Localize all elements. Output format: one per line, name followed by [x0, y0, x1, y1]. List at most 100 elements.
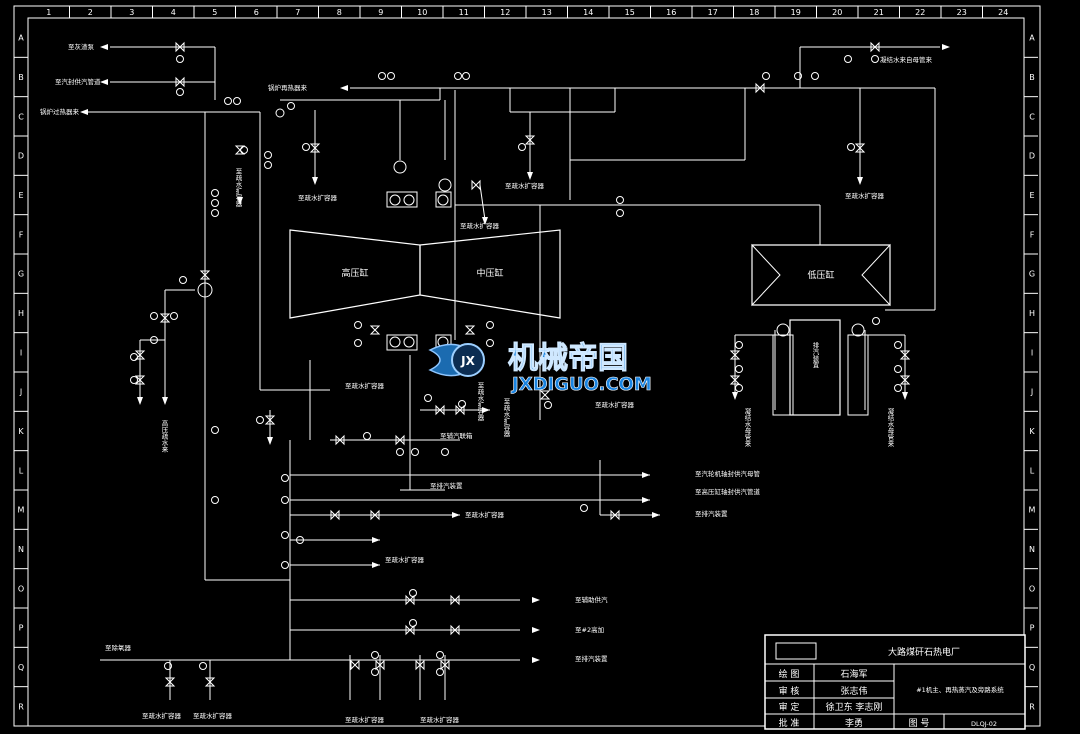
column-number: 9 [378, 8, 383, 17]
column-number: 19 [791, 8, 801, 17]
flow-arrows [80, 44, 950, 663]
instrument-bubble-icon [735, 341, 743, 349]
row-letter: F [1030, 230, 1035, 239]
column-number: 2 [88, 8, 93, 17]
column-number: 10 [417, 8, 427, 17]
instrument-bubble-icon [363, 432, 371, 440]
instrument-bubble-icon [233, 97, 241, 105]
label-drain-bottom-2: 至疏水扩容器 [193, 711, 233, 720]
instrument-bubble-icon [211, 426, 219, 434]
watermark: JX 机械帝国 JXDIGUO.COM [420, 330, 690, 400]
row-letter: Q [18, 663, 24, 672]
gate-valve-icon [455, 404, 465, 416]
label-aux-steam: 至辅助供汽 [575, 595, 608, 604]
label-reheater-in: 锅炉再热器来 [268, 83, 308, 92]
instrument-bubble-icon [871, 55, 879, 63]
gate-valve-icon [435, 404, 445, 416]
instrument-bubble-icon [872, 317, 880, 325]
exhaust-device: 排汽装置 [772, 319, 869, 416]
instrument-bubble-icon [354, 321, 362, 329]
row-letter: E [18, 191, 23, 200]
gate-valve-icon [395, 434, 405, 446]
instrument-bubble-icon [371, 651, 379, 659]
check-name: 张志伟 [840, 685, 867, 697]
gate-valve-icon [159, 313, 171, 323]
row-letter: B [18, 73, 24, 82]
row-letter: R [18, 702, 24, 711]
svg-text:JXDIGUO.COM: JXDIGUO.COM [510, 374, 652, 395]
drawn-label: 绘 图 [779, 668, 800, 680]
row-letter: I [1031, 348, 1033, 357]
instrument-bubble-icon [199, 662, 207, 670]
instrument-bubble-icon [844, 55, 852, 63]
instrument-bubble-icon [894, 384, 902, 392]
svg-text:机械帝国: 机械帝国 [508, 341, 628, 376]
row-letter: H [1029, 309, 1035, 318]
instrument-bubble-icon [256, 416, 264, 424]
instrument-bubble-icon [544, 401, 552, 409]
gate-valve-icon [440, 659, 450, 671]
hp-cylinder-label: 高压缸 [341, 267, 368, 279]
instrument-bubble-icon [354, 339, 362, 347]
hp-cylinder: 高压缸 [289, 229, 421, 319]
gate-valve-icon [899, 375, 911, 385]
row-letter: H [18, 309, 24, 318]
ratify-label: 批 准 [779, 717, 800, 729]
instrument-bubble-icon [224, 97, 232, 105]
instrument-bubble-icon [580, 504, 588, 512]
instrument-tags [130, 55, 902, 676]
column-number: 13 [542, 8, 552, 17]
gate-valve-icon [164, 677, 176, 687]
gate-valve-icon [309, 143, 321, 153]
row-letter: M [18, 506, 25, 515]
gate-valve-icon [369, 325, 381, 335]
column-number: 7 [295, 8, 300, 17]
gate-valve-icon [524, 135, 536, 145]
instrument-bubble-icon [387, 72, 395, 80]
label-drain-5: 至疏水扩容器 [345, 381, 385, 390]
gate-valve-icon [134, 350, 146, 360]
instrument-bubble-icon [436, 651, 444, 659]
gate-valve-icon [450, 594, 460, 606]
gate-valve-icon [755, 82, 765, 94]
instrument-bubble-icon [735, 384, 743, 392]
column-number: 1 [46, 8, 51, 17]
instrument-bubble-icon [130, 353, 138, 361]
row-letter: K [18, 427, 24, 436]
column-number: 24 [998, 8, 1008, 17]
gate-valve-icon [134, 375, 146, 385]
instrument-bubble-icon [371, 668, 379, 676]
ip-cylinder-label: 中压缸 [476, 267, 503, 279]
row-letter: G [18, 270, 24, 279]
instrument-bubble-icon [436, 668, 444, 676]
instrument-bubble-icon [847, 143, 855, 151]
approve-name: 徐卫东 李志刚 [826, 701, 883, 713]
instrument-bubble-icon [462, 72, 470, 80]
instrument-bubble-icon [894, 365, 902, 373]
instrument-bubble-icon [170, 312, 178, 320]
valves [134, 41, 911, 687]
instrument-bubble-icon [264, 151, 272, 159]
row-letter: J [19, 388, 22, 397]
column-number: 6 [254, 8, 259, 17]
gate-valve-icon [330, 509, 340, 521]
label-drain-bottom-1: 至疏水扩容器 [142, 711, 182, 720]
row-letter: D [1029, 152, 1035, 161]
instrument-bubble-icon [130, 376, 138, 384]
piping [85, 46, 940, 700]
label-exhaust-2: 至排汽装置 [695, 509, 728, 518]
gate-valve-icon [610, 509, 620, 521]
label-drain-6: 至疏水扩容器 [595, 400, 635, 409]
label-drain-vert-3: 至疏水扩容器 [502, 398, 510, 439]
gate-valve-icon [335, 434, 345, 446]
instrument-bubble-icon [281, 496, 289, 504]
instrument-bubble-icon [616, 209, 624, 217]
column-number: 11 [459, 8, 469, 17]
exhaust-device-label: 排汽装置 [811, 341, 819, 369]
row-letter: N [1029, 545, 1035, 554]
row-letter: B [1029, 73, 1035, 82]
gate-valve-icon [175, 41, 185, 53]
row-letter: L [1030, 466, 1035, 475]
column-number: 15 [625, 8, 635, 17]
column-number: 18 [749, 8, 759, 17]
